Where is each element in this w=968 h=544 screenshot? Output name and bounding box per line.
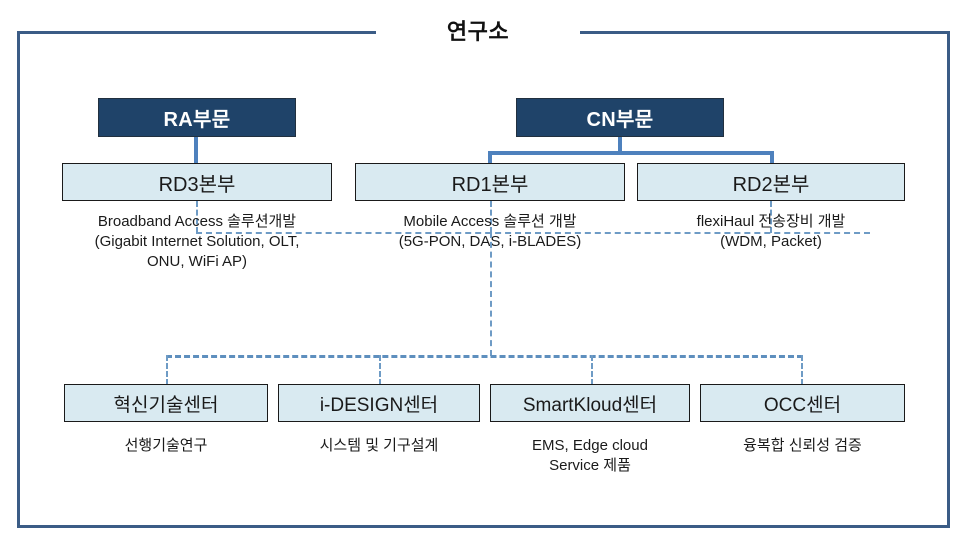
center-box-occ[interactable]: OCC센터 — [700, 384, 905, 422]
dashed-bus-centers — [166, 355, 803, 358]
center-label-innovation: 혁신기술센터 — [113, 394, 219, 416]
unit-box-rd3[interactable]: RD3본부 — [62, 163, 332, 201]
dashed-bus-units — [196, 232, 870, 234]
dashed-stub-rd2 — [770, 201, 772, 233]
center-caption-occ: 융복합 신뢰성 검증 — [743, 437, 862, 454]
frame-top-right-segment — [580, 31, 950, 34]
dashed-drop-idesign — [379, 355, 381, 385]
center-caption-innovation: 선행기술연구 — [124, 437, 208, 454]
center-box-innovation[interactable]: 혁신기술센터 — [64, 384, 268, 422]
frame-bottom-edge — [17, 525, 950, 528]
frame-left-edge — [17, 31, 20, 528]
division-box-ra[interactable]: RA부문 — [98, 98, 296, 137]
dashed-trunk-rd1-to-centers — [490, 232, 492, 356]
unit-label-rd2: RD2본부 — [732, 173, 810, 196]
connector-cn-to-rd2 — [770, 151, 774, 164]
center-caption-smartkloud: EMS, Edge cloud Service 제품 — [532, 437, 648, 474]
division-box-cn[interactable]: CN부문 — [516, 98, 724, 137]
center-box-smartkloud[interactable]: SmartKloud센터 — [490, 384, 690, 422]
unit-box-rd2[interactable]: RD2본부 — [637, 163, 905, 201]
center-label-idesign: i-DESIGN센터 — [319, 394, 439, 416]
dashed-drop-occ — [801, 355, 803, 385]
connector-cn-bus — [488, 151, 774, 155]
division-label-cn: CN부문 — [586, 109, 654, 131]
center-label-smartkloud: SmartKloud센터 — [522, 394, 658, 416]
unit-label-rd1: RD1본부 — [451, 173, 529, 196]
dashed-drop-innovation — [166, 355, 168, 385]
unit-caption-rd2: flexiHaul 전송장비 개발 (WDM, Packet) — [696, 213, 846, 250]
center-label-occ: OCC센터 — [763, 394, 842, 416]
division-label-ra: RA부문 — [163, 109, 231, 131]
connector-cn-to-rd1 — [488, 151, 492, 164]
frame-right-edge — [947, 31, 950, 528]
unit-label-rd3: RD3본부 — [158, 173, 236, 196]
center-box-idesign[interactable]: i-DESIGN센터 — [278, 384, 480, 422]
unit-caption-rd1: Mobile Access 솔루션 개발 (5G-PON, DAS, i-BLA… — [398, 213, 582, 250]
unit-caption-rd3: Broadband Access 솔루션개발 (Gigabit Internet… — [94, 213, 300, 270]
page-title: 연구소 — [446, 19, 510, 44]
center-caption-idesign: 시스템 및 기구설계 — [319, 437, 439, 454]
connector-cn-stem — [618, 137, 622, 153]
dashed-stub-rd3 — [196, 201, 198, 233]
unit-box-rd1[interactable]: RD1본부 — [355, 163, 625, 201]
frame-top-left-segment — [17, 31, 376, 34]
dashed-stub-rd1-upper — [490, 201, 492, 233]
connector-ra-to-rd3 — [194, 137, 198, 163]
dashed-drop-smartkloud — [591, 355, 593, 385]
